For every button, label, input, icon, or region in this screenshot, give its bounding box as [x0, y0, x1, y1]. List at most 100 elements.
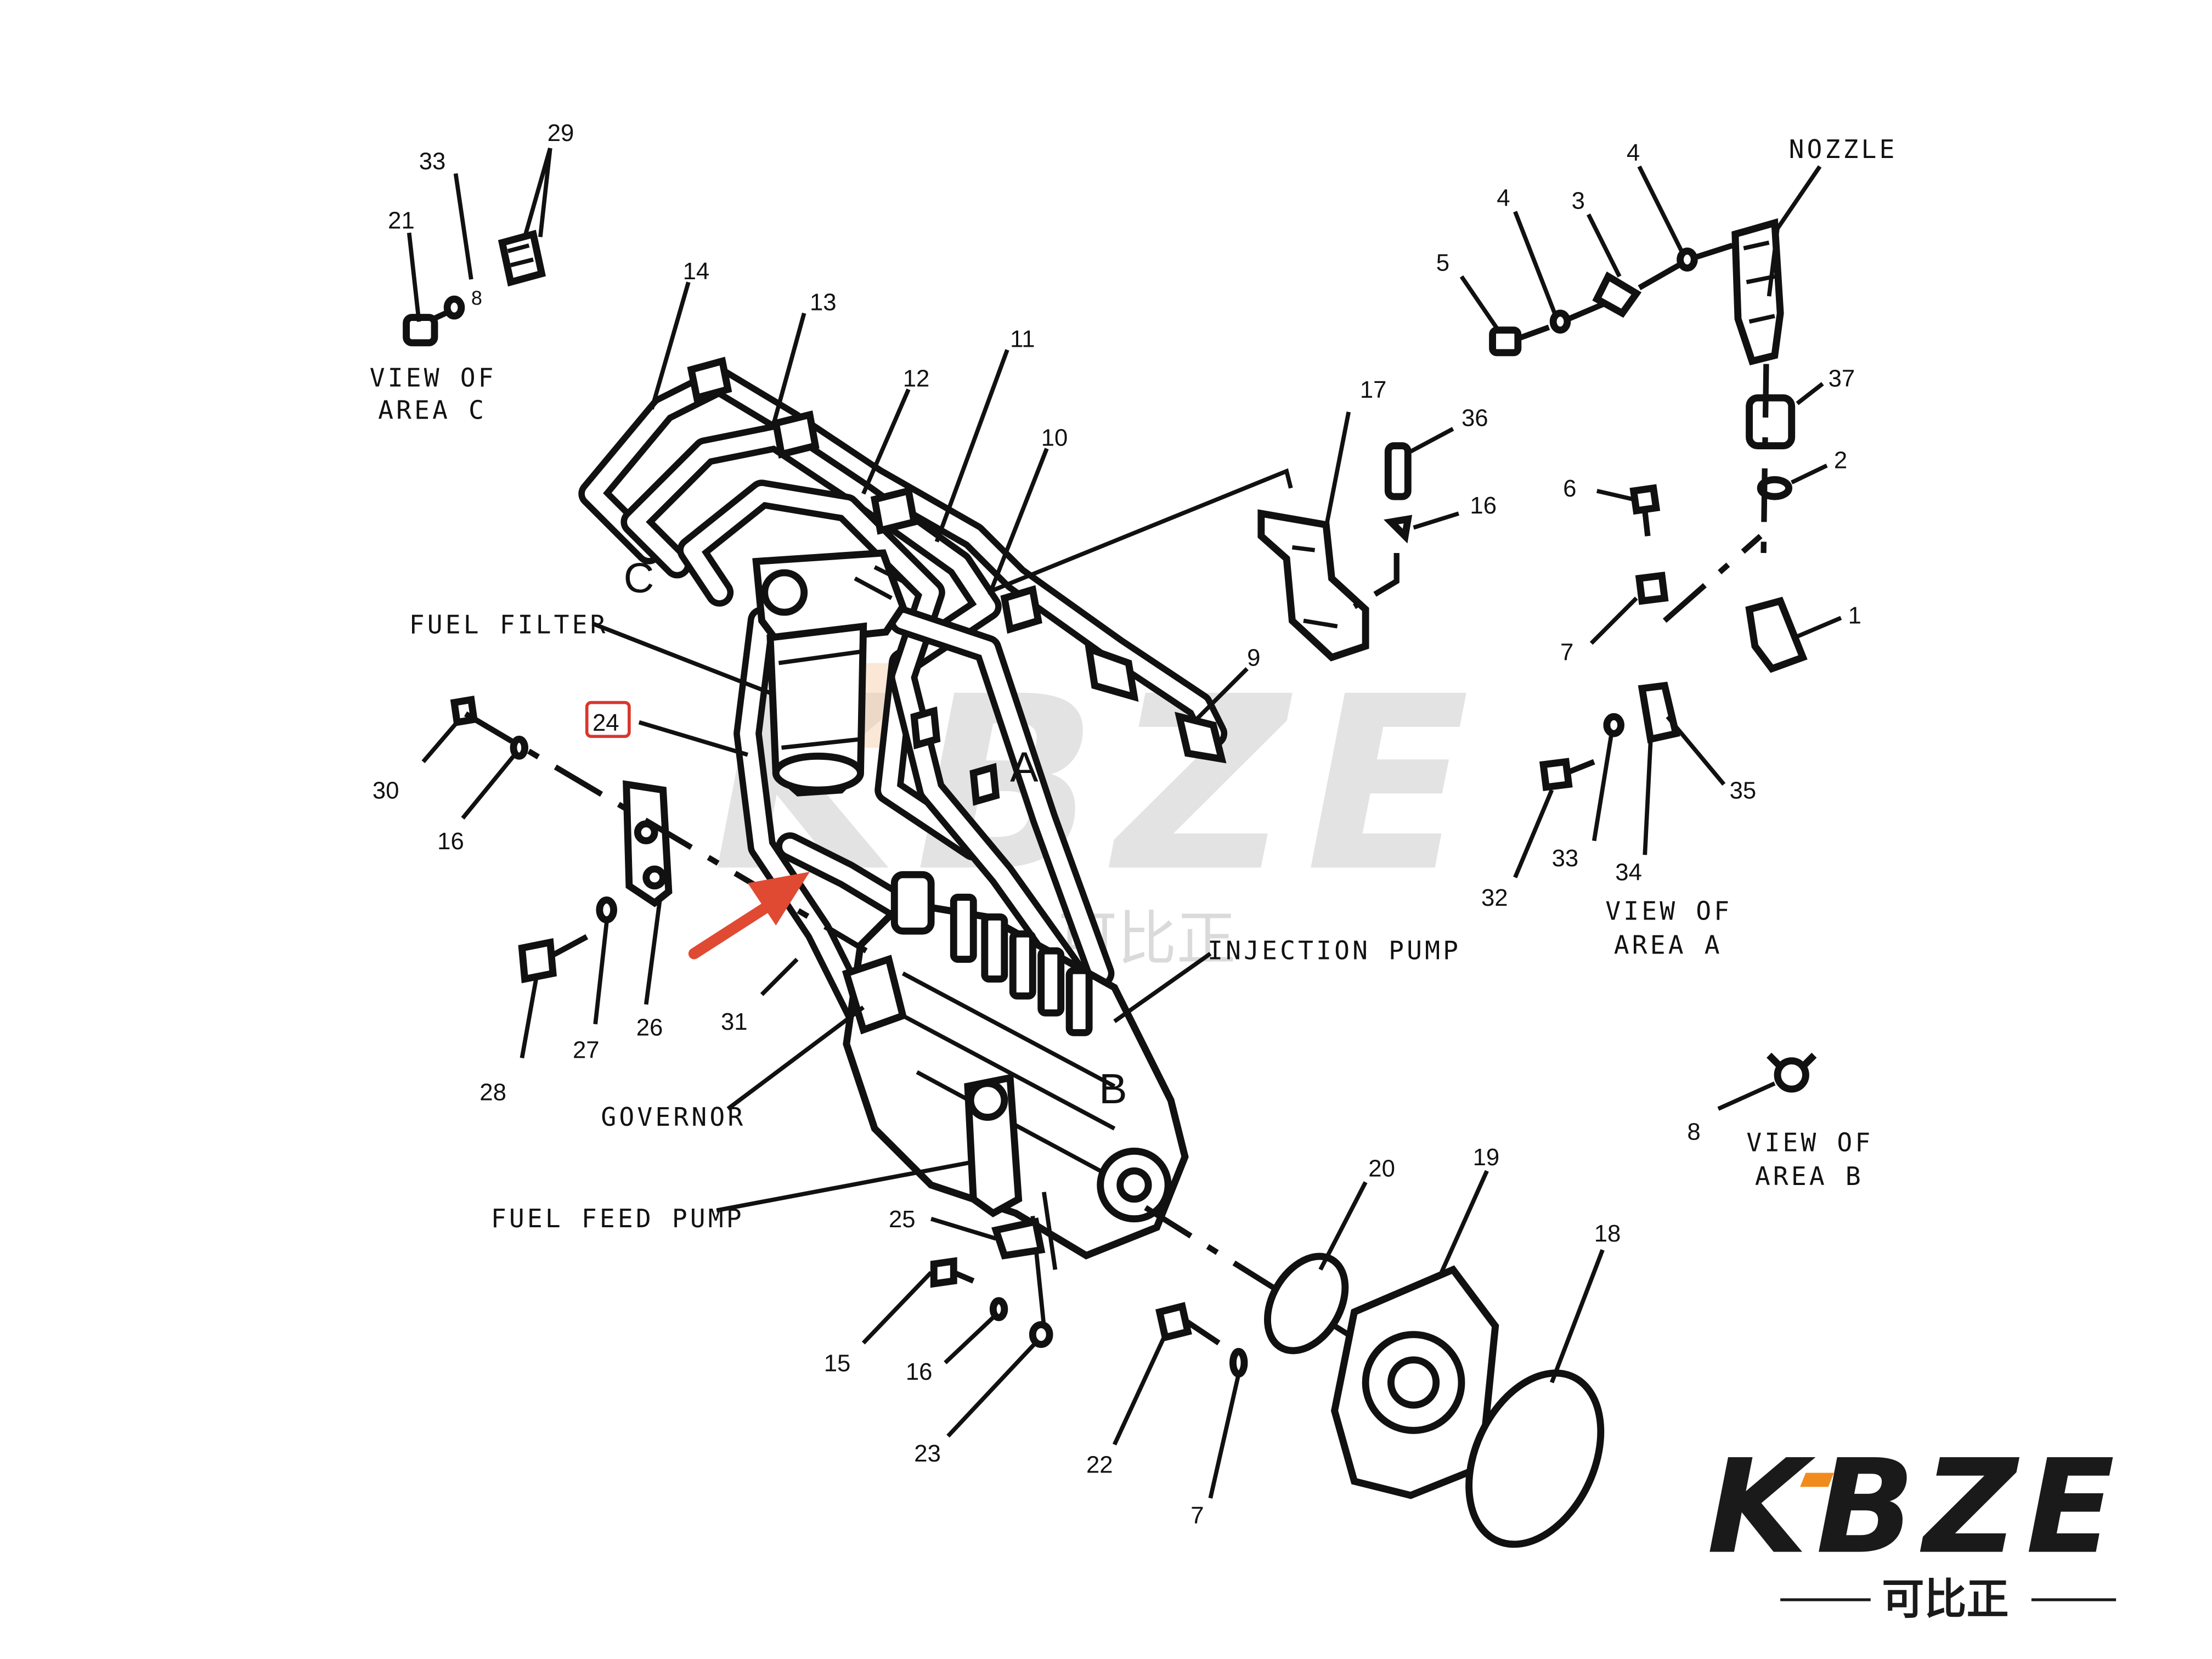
callout-30: 30: [373, 777, 399, 804]
callout-12: 12: [903, 365, 930, 392]
callout-3: 3: [1572, 188, 1585, 215]
callout-25: 25: [889, 1206, 916, 1233]
callout-37: 37: [1829, 365, 1855, 392]
highlighted-callout-24[interactable]: 24: [585, 701, 631, 738]
callout-2: 2: [1834, 447, 1847, 474]
callout-26: 26: [636, 1014, 663, 1041]
callout-23: 23: [914, 1440, 941, 1467]
plug-25: [991, 1217, 1046, 1260]
callout-35: 35: [1730, 777, 1757, 804]
washer-4a: [1549, 309, 1571, 334]
bleeder-screw: 6 7: [1560, 475, 1669, 665]
callout-36: 36: [1462, 405, 1488, 432]
callout-16a: 16: [1470, 492, 1497, 519]
drive-cover-group: 20 19 18 25 15 16 23 22 7: [824, 1144, 1621, 1548]
callout-33: 33: [419, 148, 446, 175]
logo-brand: KBZE: [1707, 1431, 2123, 1583]
washer-23: [1029, 1321, 1053, 1348]
logo-accent: [1800, 1472, 1834, 1487]
washer-7-upper: [1635, 571, 1669, 605]
callout-29: 29: [548, 120, 574, 146]
clip-29: [498, 229, 546, 287]
view-area-c-line1: VIEW OF: [370, 363, 496, 393]
callout-1: 1: [1848, 602, 1861, 629]
callout-21: 21: [388, 207, 415, 234]
callout-27: 27: [573, 1037, 600, 1064]
oring-20: [1264, 1252, 1349, 1355]
callout-7b: 7: [1190, 1502, 1204, 1529]
injection-pump-label: INJECTION PUMP: [1207, 936, 1461, 966]
view-area-b-line2: AREA B: [1755, 1161, 1864, 1191]
bracket-17: [1257, 509, 1369, 662]
callout-13: 13: [810, 289, 837, 316]
callout-10: 10: [1041, 425, 1068, 452]
washer-33a: [1603, 713, 1624, 737]
view-area-c: 21 33 8 29 VIEW OF AREA C: [370, 120, 574, 425]
fuel-filter-label: FUEL FILTER: [409, 610, 608, 640]
callout-4a: 4: [1497, 184, 1510, 211]
bolt-28-head: [518, 938, 557, 984]
callout-31: 31: [721, 1008, 748, 1035]
washer-16-plate: [510, 736, 528, 760]
view-area-a: 32 33 34 35 VIEW OF AREA A: [1481, 681, 1757, 960]
fuel-feed-pump-label: FUEL FEED PUMP: [491, 1204, 744, 1233]
nozzle-body: [1731, 218, 1784, 365]
sleeve-1: [1745, 596, 1808, 673]
callout-34: 34: [1615, 859, 1642, 886]
highlight-arrow: [688, 872, 810, 960]
bolt-22-head: [1155, 1302, 1192, 1342]
callout-19: 19: [1473, 1144, 1500, 1171]
callout-16c: 16: [906, 1358, 933, 1385]
callout-16b: 16: [437, 828, 464, 855]
brand-logo: KBZE 可比正: [1707, 1431, 2123, 1624]
clip-35: [1638, 681, 1680, 744]
washer-4b: [1677, 247, 1698, 272]
callout-8b: 8: [1687, 1119, 1700, 1146]
bolt-32-head: [1539, 758, 1573, 792]
callout-33b: 33: [1552, 845, 1579, 872]
view-area-b-line1: VIEW OF: [1746, 1127, 1873, 1157]
washer-16-lower: [989, 1297, 1008, 1322]
nozzle-assembly: 5 4 3 4 NOZZLE 37 2 1: [1436, 134, 1898, 673]
callout-7a: 7: [1560, 639, 1573, 665]
wingnut-8: [1774, 1057, 1809, 1093]
washer-27: [596, 896, 617, 923]
bracket-17-group: 17 36 16: [1257, 376, 1497, 662]
view-area-c-line2: AREA C: [378, 396, 487, 425]
logo-subtitle: 可比正: [1882, 1575, 2008, 1624]
governor-label: GOVERNOR: [601, 1102, 746, 1132]
bolt-36: [1384, 442, 1412, 500]
line-callouts: 14 13 12 11 10 9: [650, 258, 1260, 721]
screw-6-head: [1629, 484, 1661, 515]
bolt-5: [1489, 326, 1522, 357]
washer-8-area-c: [443, 295, 465, 320]
callout-8: 8: [471, 286, 482, 309]
view-area-a-line1: VIEW OF: [1605, 896, 1732, 926]
seal-37: [1746, 394, 1796, 449]
bolt-15-head: [930, 1257, 957, 1288]
clamp-3: [1592, 271, 1642, 318]
callout-14: 14: [683, 258, 710, 285]
callout-20: 20: [1368, 1155, 1395, 1182]
callout-22: 22: [1086, 1452, 1113, 1479]
area-letter-c: C: [624, 555, 654, 602]
area-letter-a: A: [1010, 744, 1039, 791]
callout-32: 32: [1481, 884, 1508, 911]
area-letter-b: B: [1099, 1065, 1127, 1113]
callout-6: 6: [1563, 475, 1576, 502]
oring-2: [1757, 476, 1793, 500]
injection-pump: [842, 871, 1189, 1327]
callout-17: 17: [1360, 376, 1387, 403]
view-area-b: 8 VIEW OF AREA B: [1687, 1052, 1873, 1191]
callout-11: 11: [1010, 326, 1035, 353]
gasket-18: [1465, 1369, 1605, 1548]
washer-7-lower: [1229, 1348, 1248, 1378]
callout-5: 5: [1436, 250, 1449, 276]
highlight-box: [585, 701, 631, 738]
callout-9: 9: [1247, 645, 1260, 672]
nozzle-label: NOZZLE: [1789, 134, 1898, 164]
view-area-a-line2: AREA A: [1614, 930, 1723, 960]
main-labels: FUEL FILTER INJECTION PUMP GOVERNOR FUEL…: [409, 610, 1461, 1234]
